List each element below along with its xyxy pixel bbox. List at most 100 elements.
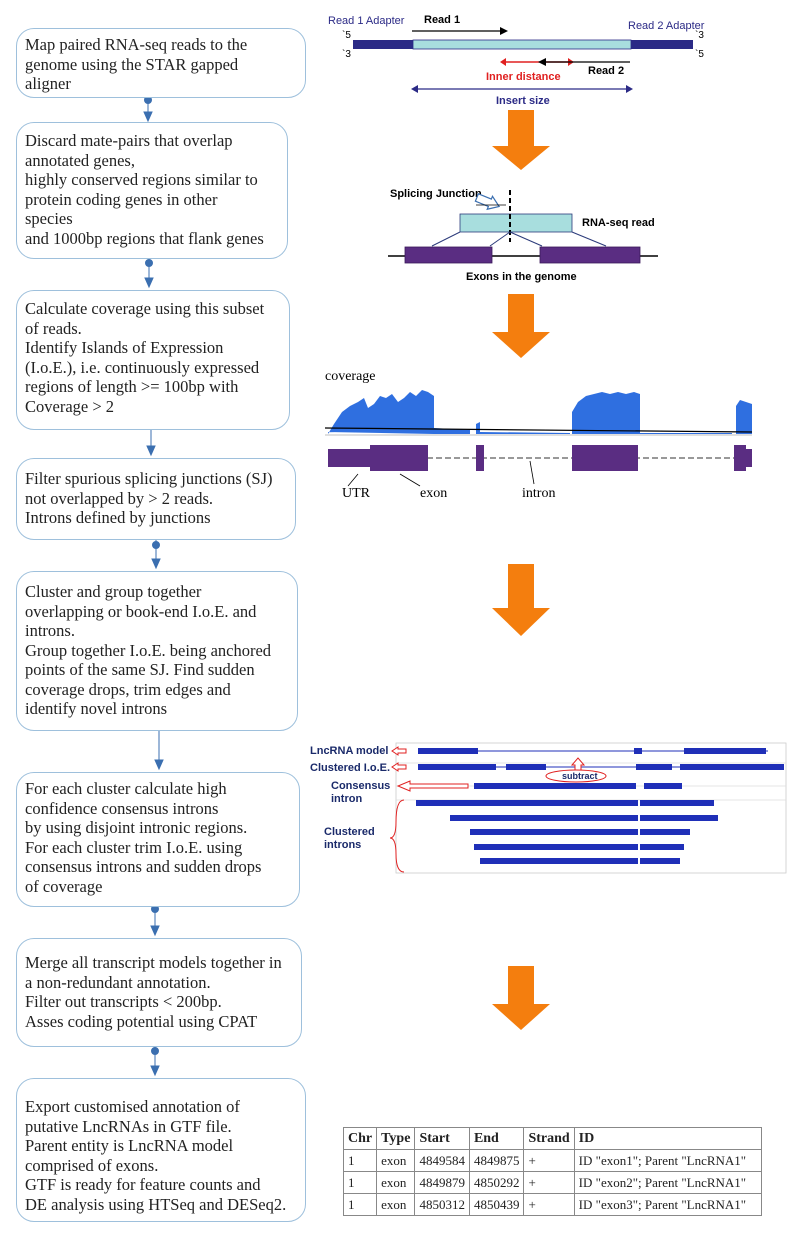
step-text-line: putative LncRNAs in GTF file. (25, 1116, 232, 1136)
step-text-line: points of the same SJ. Find sudden (25, 660, 255, 679)
connector-arrowhead (146, 445, 156, 457)
clustered-intron-bar (470, 829, 638, 835)
table-row: 1 exon 4850312 4850439 + ID "exon3"; Par… (342, 1193, 762, 1216)
three-prime-bottom: `3 (342, 48, 351, 60)
step-text-line: overlapping or book-end I.o.E. and (25, 601, 257, 621)
step-text-line: Identify Islands of Expression (25, 338, 224, 357)
exon-block (734, 445, 746, 471)
step-text-line: comprised of exons. (25, 1155, 159, 1175)
table-row: 1 exon 4849584 4849875 + ID "exon1"; Par… (342, 1149, 762, 1172)
step-text-line: For each cluster calculate high (25, 779, 227, 798)
clustered-introns-label: introns (324, 839, 361, 851)
mapping-line-right (571, 231, 607, 247)
step-text-line: Merge all transcript models together in (25, 953, 282, 972)
step-text-line: consensus introns and sudden drops (25, 857, 262, 876)
connector-dot (152, 541, 160, 549)
step-text-line: by using disjoint intronic regions. (25, 818, 248, 837)
gtf-header-start: Start (414, 1127, 470, 1150)
exon-block (539, 246, 641, 264)
step-text-line: Export customised annotation of (25, 1097, 240, 1116)
step-4-filter-junctions: Filter spurious splicing junctions (SJ) … (16, 458, 296, 540)
ioe-block (680, 764, 784, 770)
coverage-label: coverage (325, 369, 376, 384)
connector-arrowhead (150, 1065, 160, 1077)
step-text-line: Coverage > 2 (25, 396, 115, 416)
consensus-intron-label: intron (331, 793, 362, 805)
step-text-line: not overlapped by > 2 reads. (25, 488, 214, 508)
step-text-line: highly conserved regions similar to (25, 170, 258, 189)
step-text-line: Asses coding potential using CPAT (25, 1011, 258, 1031)
mapping-line-mid-right (509, 231, 543, 247)
orange-down-arrow (492, 110, 550, 170)
rnaseq-read-label: RNA-seq read (582, 217, 655, 229)
step-7-merge-models: Merge all transcript models together in … (16, 938, 302, 1047)
connector-arrowhead (151, 558, 161, 570)
ioe-block (636, 764, 672, 770)
step-text-line: DE analysis using HTSeq and DESeq2. (25, 1194, 287, 1214)
step-5-cluster-group: Cluster and group together overlapping o… (16, 571, 298, 731)
inner-distance-label: Inner distance (486, 71, 561, 83)
clustered-intron-bar (640, 858, 680, 864)
connector-arrowhead (150, 925, 160, 937)
clustered-intron-bar (416, 800, 638, 806)
splicing-junction-diagram: Splicing Junction RNA-seq read Exons in … (388, 188, 658, 283)
exon-block (476, 445, 484, 471)
connector-arrowhead (144, 277, 154, 289)
step-text-line: and 1000bp regions that flank genes (25, 228, 264, 248)
clustered-intron-bar (640, 829, 690, 835)
read2-adapter-label: Read 2 Adapter (628, 20, 705, 32)
step-text-line: Discard mate-pairs that overlap (25, 131, 233, 150)
red-pointer-icon (391, 746, 407, 756)
insert-size-arrowhead-left (411, 85, 418, 93)
gtf-header-end: End (468, 1127, 525, 1150)
exon-pointer (399, 473, 421, 487)
consensus-label: Consensus (331, 780, 390, 792)
step-3-calculate-coverage: Calculate coverage using this subset of … (16, 290, 290, 430)
step-text-line: Calculate coverage using this subset (25, 299, 265, 318)
coverage-diagram: coverage UTR exon intron (324, 369, 753, 501)
orange-down-arrow (492, 966, 550, 1030)
step-text-line: introns. (25, 621, 75, 640)
subtract-label: subtract (562, 771, 598, 781)
gtf-cell: 4850312 (414, 1193, 470, 1216)
exon-label: exon (420, 486, 447, 501)
gtf-cell: + (523, 1193, 575, 1216)
clustered-intron-bar (640, 844, 684, 850)
clustered-intron-bar (450, 815, 638, 821)
inner-distance-arrowhead-left (500, 58, 506, 66)
gtf-table: Chr Type Start End Strand ID 1 exon 4849… (342, 1127, 762, 1216)
ioe-block (506, 764, 546, 770)
adapter-left-bar (353, 40, 413, 49)
gtf-cell: ID "exon1"; Parent "LncRNA1" (573, 1149, 762, 1172)
insert-size-arrowhead-right (626, 85, 633, 93)
step-text-line: For each cluster trim I.o.E. using (25, 837, 243, 857)
step-text-line: Filter out transcripts < 200bp. (25, 992, 222, 1011)
read1-adapter-label: Read 1 Adapter (328, 15, 405, 27)
step-text-line: protein coding genes in other (25, 189, 218, 209)
exons-genome-label: Exons in the genome (466, 271, 577, 283)
coverage-peak (736, 400, 752, 434)
gtf-cell: 4850292 (468, 1171, 525, 1194)
connector-dot (145, 259, 153, 267)
gtf-cell: ID "exon3"; Parent "LncRNA1" (573, 1193, 762, 1216)
step-text-line: Group together I.o.E. being anchored (25, 640, 272, 660)
splicing-junction-label: Splicing Junction (390, 188, 482, 200)
coverage-peak (476, 422, 480, 434)
connector-dot (151, 1047, 159, 1055)
clustered-intron-bar (640, 800, 714, 806)
connector-arrowhead (154, 759, 164, 771)
gtf-cell: 4850439 (468, 1193, 525, 1216)
clustered-brace (389, 799, 405, 873)
gtf-cell: 1 (342, 1193, 378, 1216)
insert-bar (412, 39, 632, 50)
coverage-peak (328, 390, 434, 434)
three-prime-top: `3 (695, 29, 704, 41)
lncrna-exon (684, 748, 766, 754)
exon-block (370, 445, 428, 471)
orange-down-arrow (492, 294, 550, 358)
step-text-line: confidence consensus introns (25, 798, 219, 818)
exon-block (572, 445, 638, 471)
gtf-header-chr: Chr (342, 1127, 378, 1150)
step-text-line: of reads. (25, 318, 82, 338)
